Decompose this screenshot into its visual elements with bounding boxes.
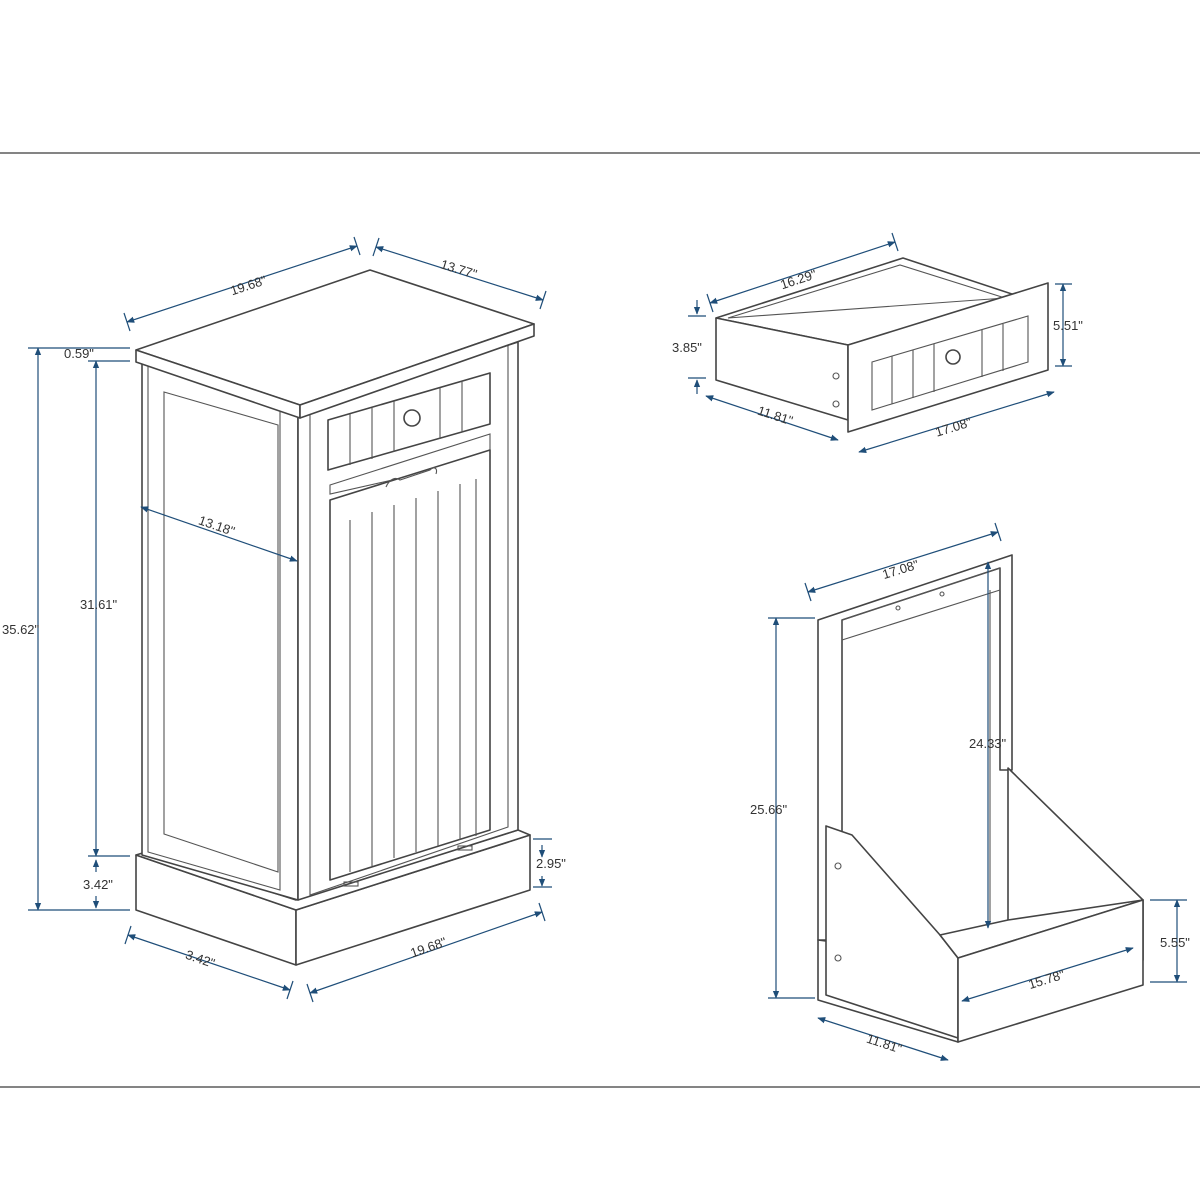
bin-height-label: 5.55" — [1160, 935, 1190, 950]
cabinet-base-depth-label: 3.42" — [184, 947, 218, 971]
cabinet-top-depth-label: 13.77" — [439, 257, 479, 282]
cabinet-base-width-label: 19.68" — [408, 934, 448, 960]
bin-width-label: 17.08" — [880, 557, 920, 582]
drawer-front-height-label: 5.51" — [1053, 318, 1083, 333]
drawer-side-height-label: 3.85" — [672, 340, 702, 355]
drawer-front-knob — [945, 349, 961, 365]
cabinet-dimension-lines — [28, 236, 552, 1003]
tilt-bin-dimension-lines — [768, 522, 1187, 1061]
cabinet-body-height-label: 31.61" — [80, 597, 118, 612]
tilt-bin-drawing — [817, 554, 1144, 1043]
drawer-knob — [403, 409, 421, 427]
cabinet-top-width-label: 19.68" — [228, 272, 268, 298]
drawer-dimension-lines — [688, 232, 1072, 453]
cabinet-toe-kick-label: 2.95" — [536, 856, 566, 871]
bin-depth-label: 11.81" — [865, 1031, 904, 1057]
cabinet-base-height-label: 3.42" — [83, 877, 113, 892]
cabinet-total-height-label: 35.62" — [2, 622, 40, 637]
bin-inner-height-label: 24.33" — [969, 736, 1007, 751]
cabinet-top-thickness-label: 0.59" — [64, 346, 94, 361]
bin-total-height-label: 25.66" — [750, 802, 788, 817]
cabinet-drawing — [135, 269, 535, 966]
drawer-front-width-label: 17.08" — [933, 414, 973, 439]
drawer-inner-width-label: 11.81" — [756, 403, 795, 429]
